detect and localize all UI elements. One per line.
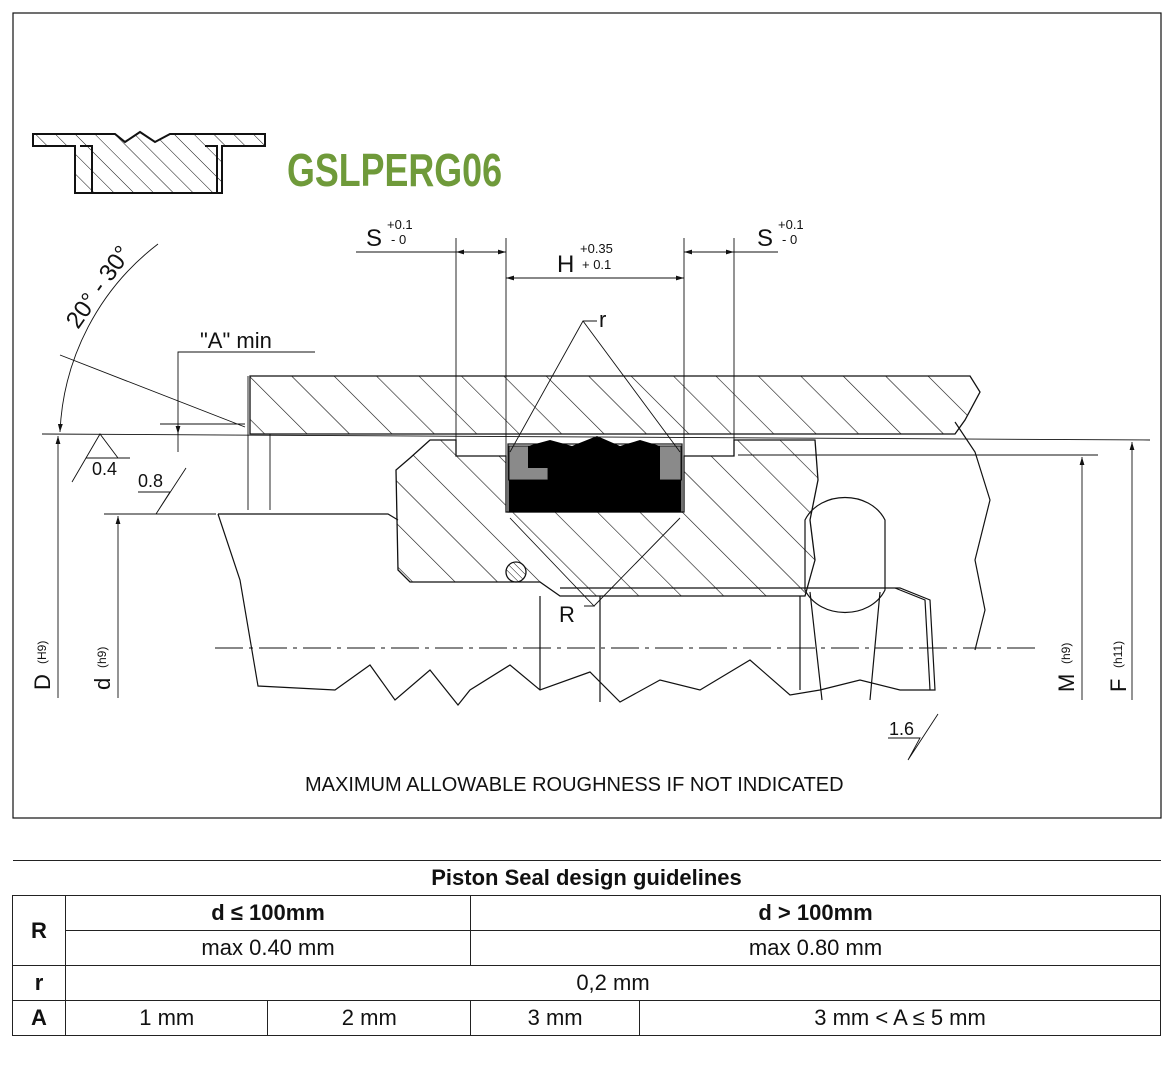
seal-width-label: H (557, 251, 574, 278)
piston-body (395, 439, 819, 597)
A-value-1: 1 mm (64, 1000, 269, 1036)
seal-assembly (507, 436, 683, 513)
piston-diameter-tolerance: (h11) (1111, 641, 1125, 668)
drawing-frame (12, 12, 1162, 819)
slot-tol-upper-left: +0.1 (387, 217, 413, 232)
slot-tol-upper-right: +0.1 (778, 217, 804, 232)
bore-diameter-label: D (30, 674, 55, 690)
header-large-diameter: d > 100mm (470, 895, 1161, 931)
table-title: Piston Seal design guidelines (12, 860, 1161, 896)
R-value-small: max 0.40 mm (64, 930, 472, 966)
large-radius-label: R (559, 602, 575, 627)
o-ring (505, 561, 527, 583)
groove-tolerance: (h9) (95, 647, 109, 668)
seal-width-tol-upper: +0.35 (580, 241, 613, 256)
r-value: 0,2 mm (65, 965, 1161, 1001)
piston-diameter-label: F (1106, 679, 1131, 692)
slot-tol-lower-left: - 0 (391, 232, 406, 247)
roughness-symbol-general (888, 713, 939, 761)
roughness-groove-value: 0.8 (138, 471, 163, 491)
piston-land-tolerance: (h9) (1059, 643, 1073, 664)
technical-drawing: GSLPERG06 S +0.1 - 0 S +0.1 - 0 H +0.35 … (12, 12, 1162, 819)
roughness-symbol-groove (138, 467, 187, 515)
chamfer-angle-label: 20° - 30° (61, 241, 137, 333)
bore-tolerance: (H9) (35, 641, 49, 664)
row-label-A: A (12, 1000, 66, 1036)
cylinder-body (249, 375, 981, 435)
seal-profile-icon (32, 130, 266, 194)
slot-label-right: S (757, 225, 773, 252)
slot-tol-lower-right: - 0 (782, 232, 797, 247)
row-label-r: r (12, 965, 66, 1001)
R-value-large: max 0.80 mm (470, 930, 1161, 966)
row-label-R: R (12, 895, 66, 966)
roughness-bore-value: 0.4 (92, 459, 117, 479)
seal-width-tol-lower: + 0.1 (582, 257, 611, 272)
design-guidelines-table: Piston Seal design guidelines R d ≤ 100m… (12, 860, 1161, 1036)
roughness-symbol-bore (71, 433, 130, 483)
A-value-2: 2 mm (267, 1000, 472, 1036)
header-small-diameter: d ≤ 100mm (64, 895, 472, 931)
A-value-3: 3 mm (470, 1000, 641, 1036)
piston-land-label: M (1054, 674, 1079, 692)
chamfer-length-label: "A" min (200, 328, 272, 353)
small-radius-label: r (599, 307, 606, 332)
roughness-general-value: 1.6 (889, 719, 914, 739)
product-code: GSLPERG06 (287, 144, 502, 196)
groove-diameter-label: d (90, 678, 115, 690)
slot-label-left: S (366, 225, 382, 252)
A-value-4: 3 mm < A ≤ 5 mm (639, 1000, 1161, 1036)
roughness-note: MAXIMUM ALLOWABLE ROUGHNESS IF NOT INDIC… (305, 774, 844, 796)
